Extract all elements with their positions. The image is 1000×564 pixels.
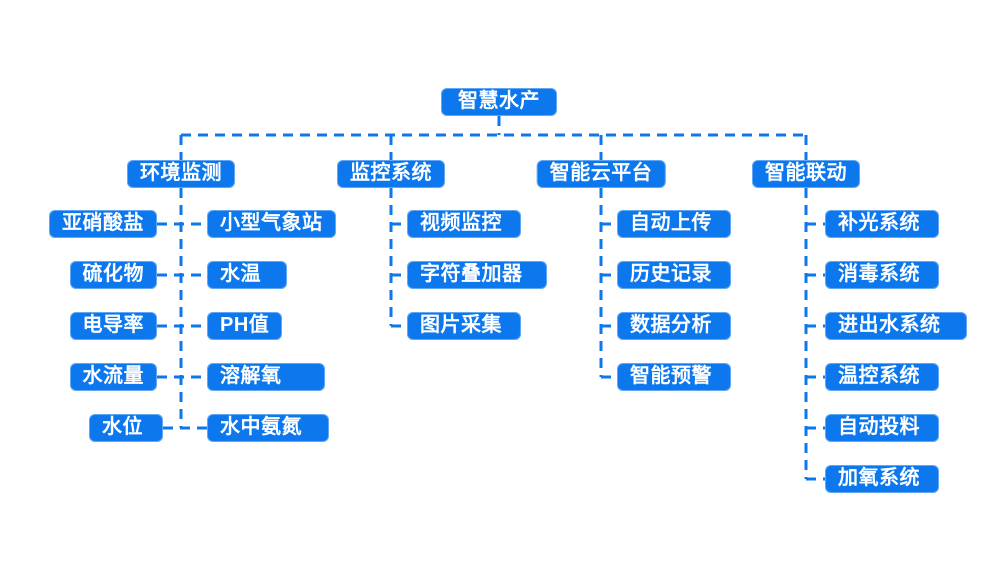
child-node-nitrite[interactable]: 亚硝酸盐 [49,210,157,238]
branch-node-smart-cloud-platform[interactable]: 智能云平台 [536,160,666,188]
branch-node-environment-monitoring[interactable]: 环境监测 [127,160,235,188]
child-node-temperature-control-system[interactable]: 温控系统 [825,363,939,391]
branch-node-monitoring-system[interactable]: 监控系统 [337,160,445,188]
child-node-ph-value[interactable]: PH值 [207,312,283,340]
child-node-character-overlay[interactable]: 字符叠加器 [407,261,547,289]
child-node-sulfide[interactable]: 硫化物 [69,261,157,289]
child-node-smart-alert[interactable]: 智能预警 [617,363,731,391]
child-node-history-record[interactable]: 历史记录 [617,261,731,289]
child-node-small-weather-station[interactable]: 小型气象站 [207,210,336,238]
child-node-auto-feeding[interactable]: 自动投料 [825,414,939,442]
child-node-image-capture[interactable]: 图片采集 [407,312,521,340]
child-node-ammonia-nitrogen[interactable]: 水中氨氮 [207,414,329,442]
child-node-video-surveillance[interactable]: 视频监控 [407,210,521,238]
child-node-disinfection-system[interactable]: 消毒系统 [825,261,939,289]
root-node[interactable]: 智慧水产 [441,88,557,116]
child-node-dissolved-oxygen[interactable]: 溶解氧 [207,363,325,391]
branch-node-smart-linkage[interactable]: 智能联动 [752,160,860,188]
child-node-conductivity[interactable]: 电导率 [69,312,157,340]
child-node-water-inlet-outlet-system[interactable]: 进出水系统 [825,312,967,340]
child-node-water-level[interactable]: 水位 [89,414,163,442]
child-node-auto-upload[interactable]: 自动上传 [617,210,731,238]
child-node-oxygenation-system[interactable]: 加氧系统 [825,465,939,493]
child-node-water-temperature[interactable]: 水温 [207,261,287,289]
child-node-water-flow[interactable]: 水流量 [69,363,157,391]
child-node-data-analysis[interactable]: 数据分析 [617,312,731,340]
child-node-fill-light-system[interactable]: 补光系统 [825,210,939,238]
